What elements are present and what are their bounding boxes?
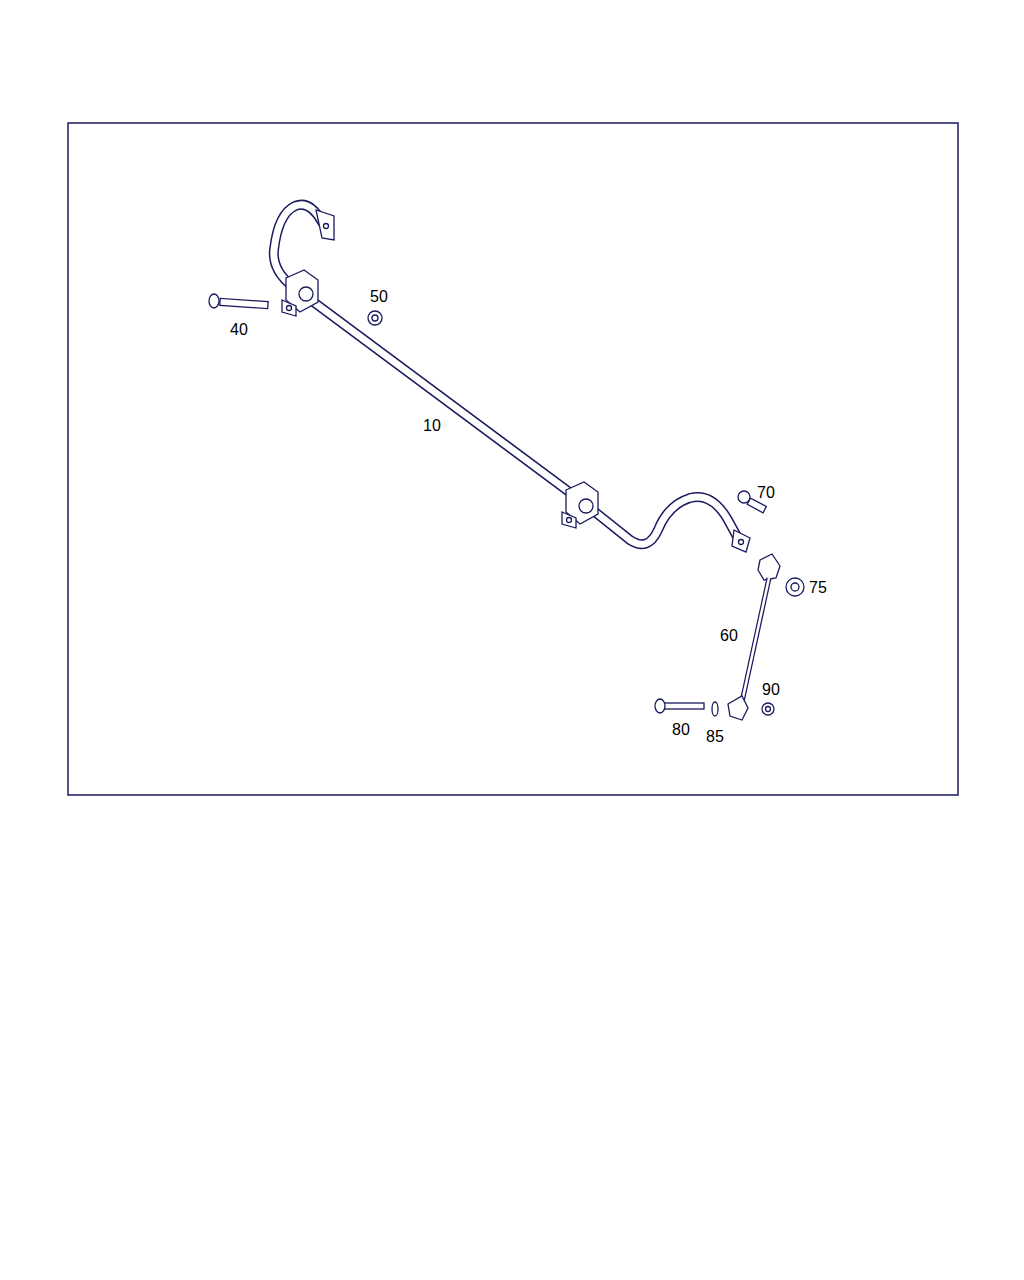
bar-ends	[316, 210, 750, 552]
callout-number: 10	[423, 418, 441, 434]
frame	[68, 123, 958, 795]
callout-number: 85	[706, 729, 724, 745]
callout-number: 50	[370, 289, 388, 305]
callout-number: 75	[809, 580, 827, 596]
callout-number: 90	[762, 682, 780, 698]
callout-number: 80	[672, 722, 690, 738]
bushings	[282, 270, 598, 528]
stabilizer-bar	[274, 205, 740, 545]
fasteners	[209, 294, 804, 720]
callout-number: 70	[757, 485, 775, 501]
callout-number: 40	[230, 322, 248, 338]
callout-number: 60	[720, 628, 738, 644]
